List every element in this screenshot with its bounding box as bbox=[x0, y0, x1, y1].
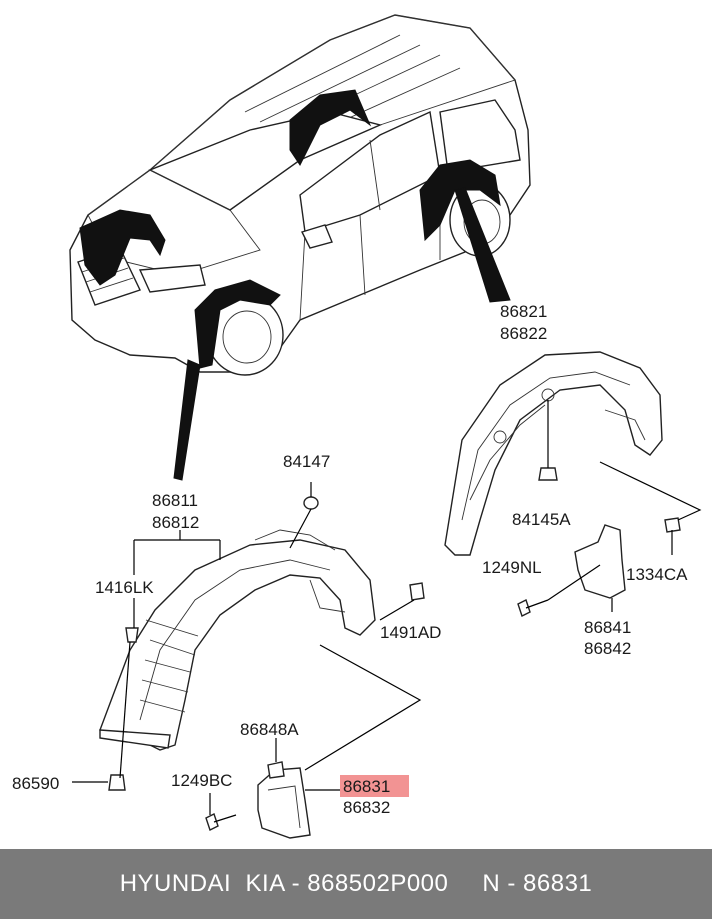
bolt-86590-icon bbox=[108, 774, 126, 791]
screw-1249nl-icon bbox=[517, 599, 549, 617]
label-86832: 86832 bbox=[343, 798, 390, 817]
rear-wheel-liner bbox=[444, 351, 663, 556]
clip-1491ad-icon bbox=[409, 582, 425, 601]
label-86841: 86841 bbox=[584, 618, 631, 637]
label-86842: 86842 bbox=[584, 639, 631, 658]
clip-1334ca-icon bbox=[664, 517, 681, 533]
footer-ref-number: N - 86831 bbox=[482, 870, 593, 897]
label-1334ca: 1334CA bbox=[626, 565, 688, 584]
label-84147: 84147 bbox=[283, 452, 330, 471]
parts-diagram: 86821 86822 84147 84145A 86811 86812 124… bbox=[12, 14, 702, 839]
label-86812: 86812 bbox=[152, 513, 199, 532]
vehicle-illustration bbox=[69, 14, 531, 481]
screw-1249bc-icon bbox=[205, 813, 237, 831]
label-1249bc: 1249BC bbox=[171, 771, 232, 790]
label-1416lk: 1416LK bbox=[95, 578, 154, 597]
leader-lines bbox=[72, 400, 702, 815]
part-labels: 86821 86822 84147 84145A 86811 86812 124… bbox=[12, 302, 688, 817]
label-86831: 86831 bbox=[343, 777, 390, 796]
rear-mudguard bbox=[574, 524, 626, 599]
label-84145a: 84145A bbox=[512, 510, 571, 529]
label-86821: 86821 bbox=[500, 302, 547, 321]
footer-bar: HYUNDAI KIA - 868502P000 N - 86831 bbox=[0, 849, 712, 919]
highlight-box bbox=[340, 775, 409, 797]
front-mudguard bbox=[257, 767, 311, 839]
label-86811: 86811 bbox=[152, 491, 198, 510]
clip-86848a-icon bbox=[267, 761, 285, 779]
label-86848a: 86848A bbox=[240, 720, 299, 739]
clip-1416lk-icon bbox=[125, 627, 139, 643]
label-1491ad: 1491AD bbox=[380, 623, 441, 642]
nut-84145a-icon bbox=[538, 467, 558, 481]
label-86822: 86822 bbox=[500, 324, 547, 343]
front-wheel-liner bbox=[99, 529, 376, 751]
label-86590: 86590 bbox=[12, 774, 59, 793]
clip-84147-icon bbox=[303, 496, 319, 510]
footer-brand-part-number: HYUNDAI KIA - 868502P000 bbox=[119, 870, 449, 897]
label-1249nl: 1249NL bbox=[482, 558, 542, 577]
